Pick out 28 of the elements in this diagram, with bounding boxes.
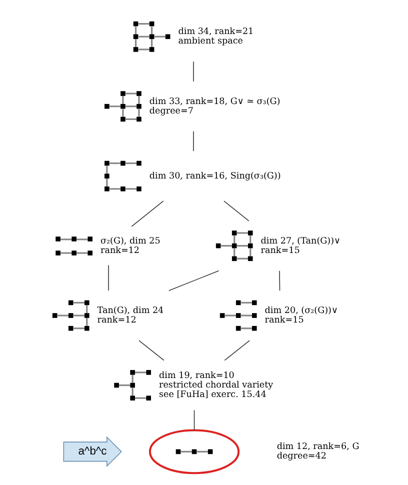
connector	[192, 61, 194, 82]
node-label: σ₂(G), dim 25	[100, 236, 160, 246]
connector	[168, 270, 219, 292]
connector	[278, 270, 280, 291]
connector	[130, 200, 164, 227]
node-picture	[148, 429, 240, 474]
node-label: dim 30, rank=16, Sing(σ₃(G))	[148, 171, 280, 182]
node-label: rank=15	[260, 246, 300, 256]
connector	[193, 410, 194, 431]
connector	[223, 200, 249, 222]
node-label: degree=42	[276, 452, 326, 462]
node-label: rank=15	[264, 316, 304, 326]
connector	[224, 340, 250, 361]
node-label: dim 12, rank=6, G	[276, 442, 359, 452]
node-label: Tan(G), dim 24	[96, 306, 164, 316]
node-label: ambient space	[178, 36, 243, 47]
connector	[138, 340, 164, 361]
node-label: dim 20, (σ₂(G))∨	[264, 306, 338, 316]
node-label: rank=12	[96, 316, 136, 326]
node-label: degree=7	[148, 106, 193, 116]
connector	[192, 130, 194, 152]
node-label: restricted chordal variety	[158, 380, 273, 390]
node-label: dim 19, rank=10	[158, 370, 234, 381]
node-label: dim 33, rank=18, G∨ ≃ σ₃(G)	[148, 96, 280, 107]
node-label: dim 27, (Tan(G))∨	[260, 236, 340, 246]
node-label: see [FuHa] exerc. 15.44	[158, 390, 266, 400]
node-label: rank=12	[100, 246, 140, 256]
node-label: dim 34, rank=21	[178, 27, 254, 38]
